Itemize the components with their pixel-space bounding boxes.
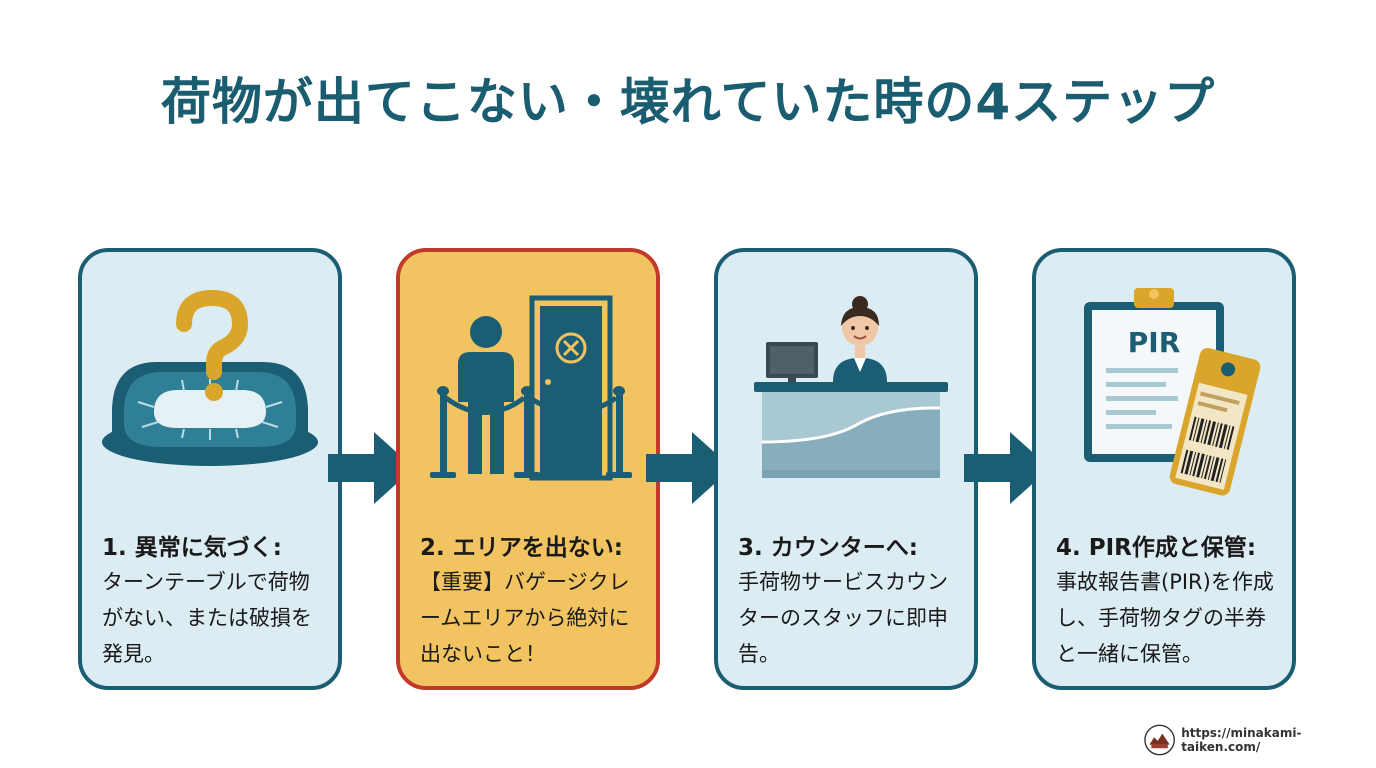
step-card-4: PIR [1032, 248, 1296, 690]
site-logo-icon [1144, 724, 1175, 756]
step-card-2: 2. エリアを出ない: 【重要】バゲージクレームエリアから絶対に出ないこと！ [396, 248, 660, 690]
arrow-right-icon [646, 432, 732, 504]
pir-label: PIR [1128, 326, 1181, 359]
page-title: 荷物が出てこない・壊れていた時の4ステップ [160, 73, 1216, 131]
footer: https://minakami-taiken.com/ [1144, 720, 1364, 760]
service-counter-staff-icon [754, 296, 948, 478]
step-heading: 1. 異常に気づく: [102, 535, 282, 561]
step-description: ターンテーブルで荷物がない、または破損を発見。 [102, 570, 312, 666]
site-url-link[interactable]: https://minakami-taiken.com/ [1181, 726, 1302, 754]
step-description: 手荷物サービスカウンターのスタッフに即申告。 [738, 570, 948, 666]
step-heading: 2. エリアを出ない: [420, 535, 623, 561]
step-heading: 3. カウンターへ: [738, 535, 918, 561]
arrow-right-icon [328, 432, 414, 504]
baggage-carousel-question-icon [102, 289, 318, 466]
step-description: 【重要】バゲージクレームエリアから絶対に出ないこと！ [420, 570, 630, 666]
step-card-3: 3. カウンターへ: 手荷物サービスカウンターのスタッフに即申告。 [714, 248, 978, 690]
step-description: 事故報告書(PIR)を作成し、手荷物タグの半券と一緒に保管。 [1056, 570, 1274, 666]
step-card-1: 1. 異常に気づく: ターンテーブルで荷物がない、または破損を発見。 [78, 248, 342, 690]
person-barrier-exit-door-icon [430, 295, 632, 481]
step-heading: 4. PIR作成と保管: [1056, 535, 1257, 561]
arrow-right-icon [964, 432, 1050, 504]
pir-clipboard-baggage-tag-icon: PIR [1084, 288, 1261, 496]
